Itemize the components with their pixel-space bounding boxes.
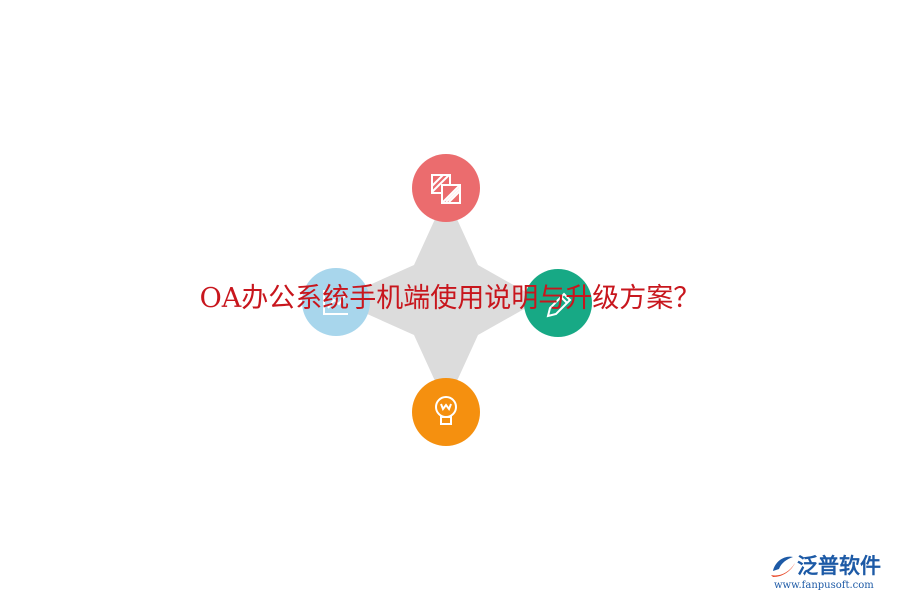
chart-icon xyxy=(323,290,348,315)
page-title: OA办公系统手机端使用说明与升级方案？ xyxy=(199,283,701,314)
lightbulb-icon xyxy=(435,396,457,425)
node-right xyxy=(524,269,592,337)
logo-url: www.fanpusoft.com xyxy=(774,580,874,591)
node-bottom xyxy=(412,378,480,446)
node-left xyxy=(302,268,370,336)
fanpu-logo-icon xyxy=(771,556,795,577)
logo-name: 泛普软件 xyxy=(797,554,881,578)
striped-squares-icon xyxy=(431,174,461,204)
brand-logo[interactable]: 泛普软件 www.fanpusoft.com xyxy=(769,551,895,597)
star-connector xyxy=(336,195,540,405)
node-top xyxy=(412,154,480,222)
pencil-icon xyxy=(546,292,572,318)
